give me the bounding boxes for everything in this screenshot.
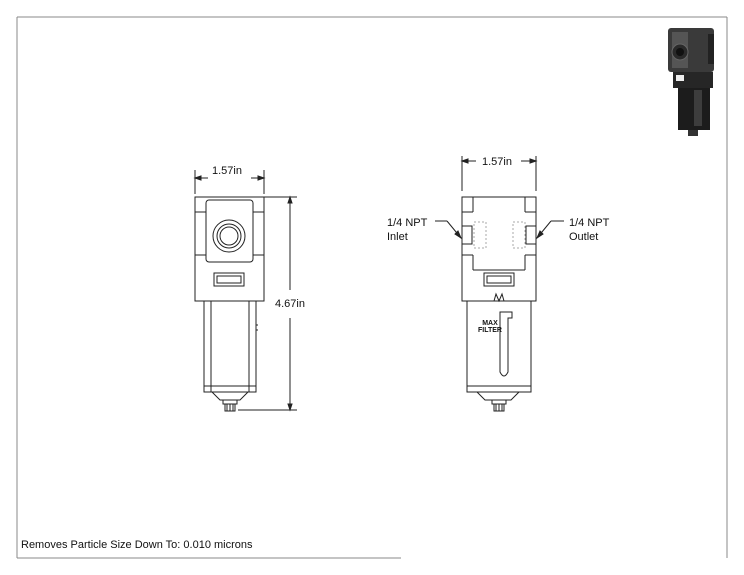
- front-height-dimension: 4.67in: [275, 298, 305, 310]
- side-width-dimension: 1.57in: [482, 156, 512, 168]
- bowl-text: MAX FILTER: [478, 320, 502, 334]
- inlet-label: 1/4 NPT Inlet: [387, 217, 428, 243]
- outlet-label: 1/4 NPT Outlet: [569, 217, 610, 243]
- front-view: [193, 170, 297, 412]
- particle-size-spec: Removes Particle Size Down To: 0.010 mic…: [21, 539, 253, 551]
- filter-regulator-3d-icon: [668, 28, 714, 136]
- side-view: [435, 156, 564, 412]
- sheet-frame: [16, 16, 728, 559]
- front-width-dimension: 1.57in: [212, 165, 242, 177]
